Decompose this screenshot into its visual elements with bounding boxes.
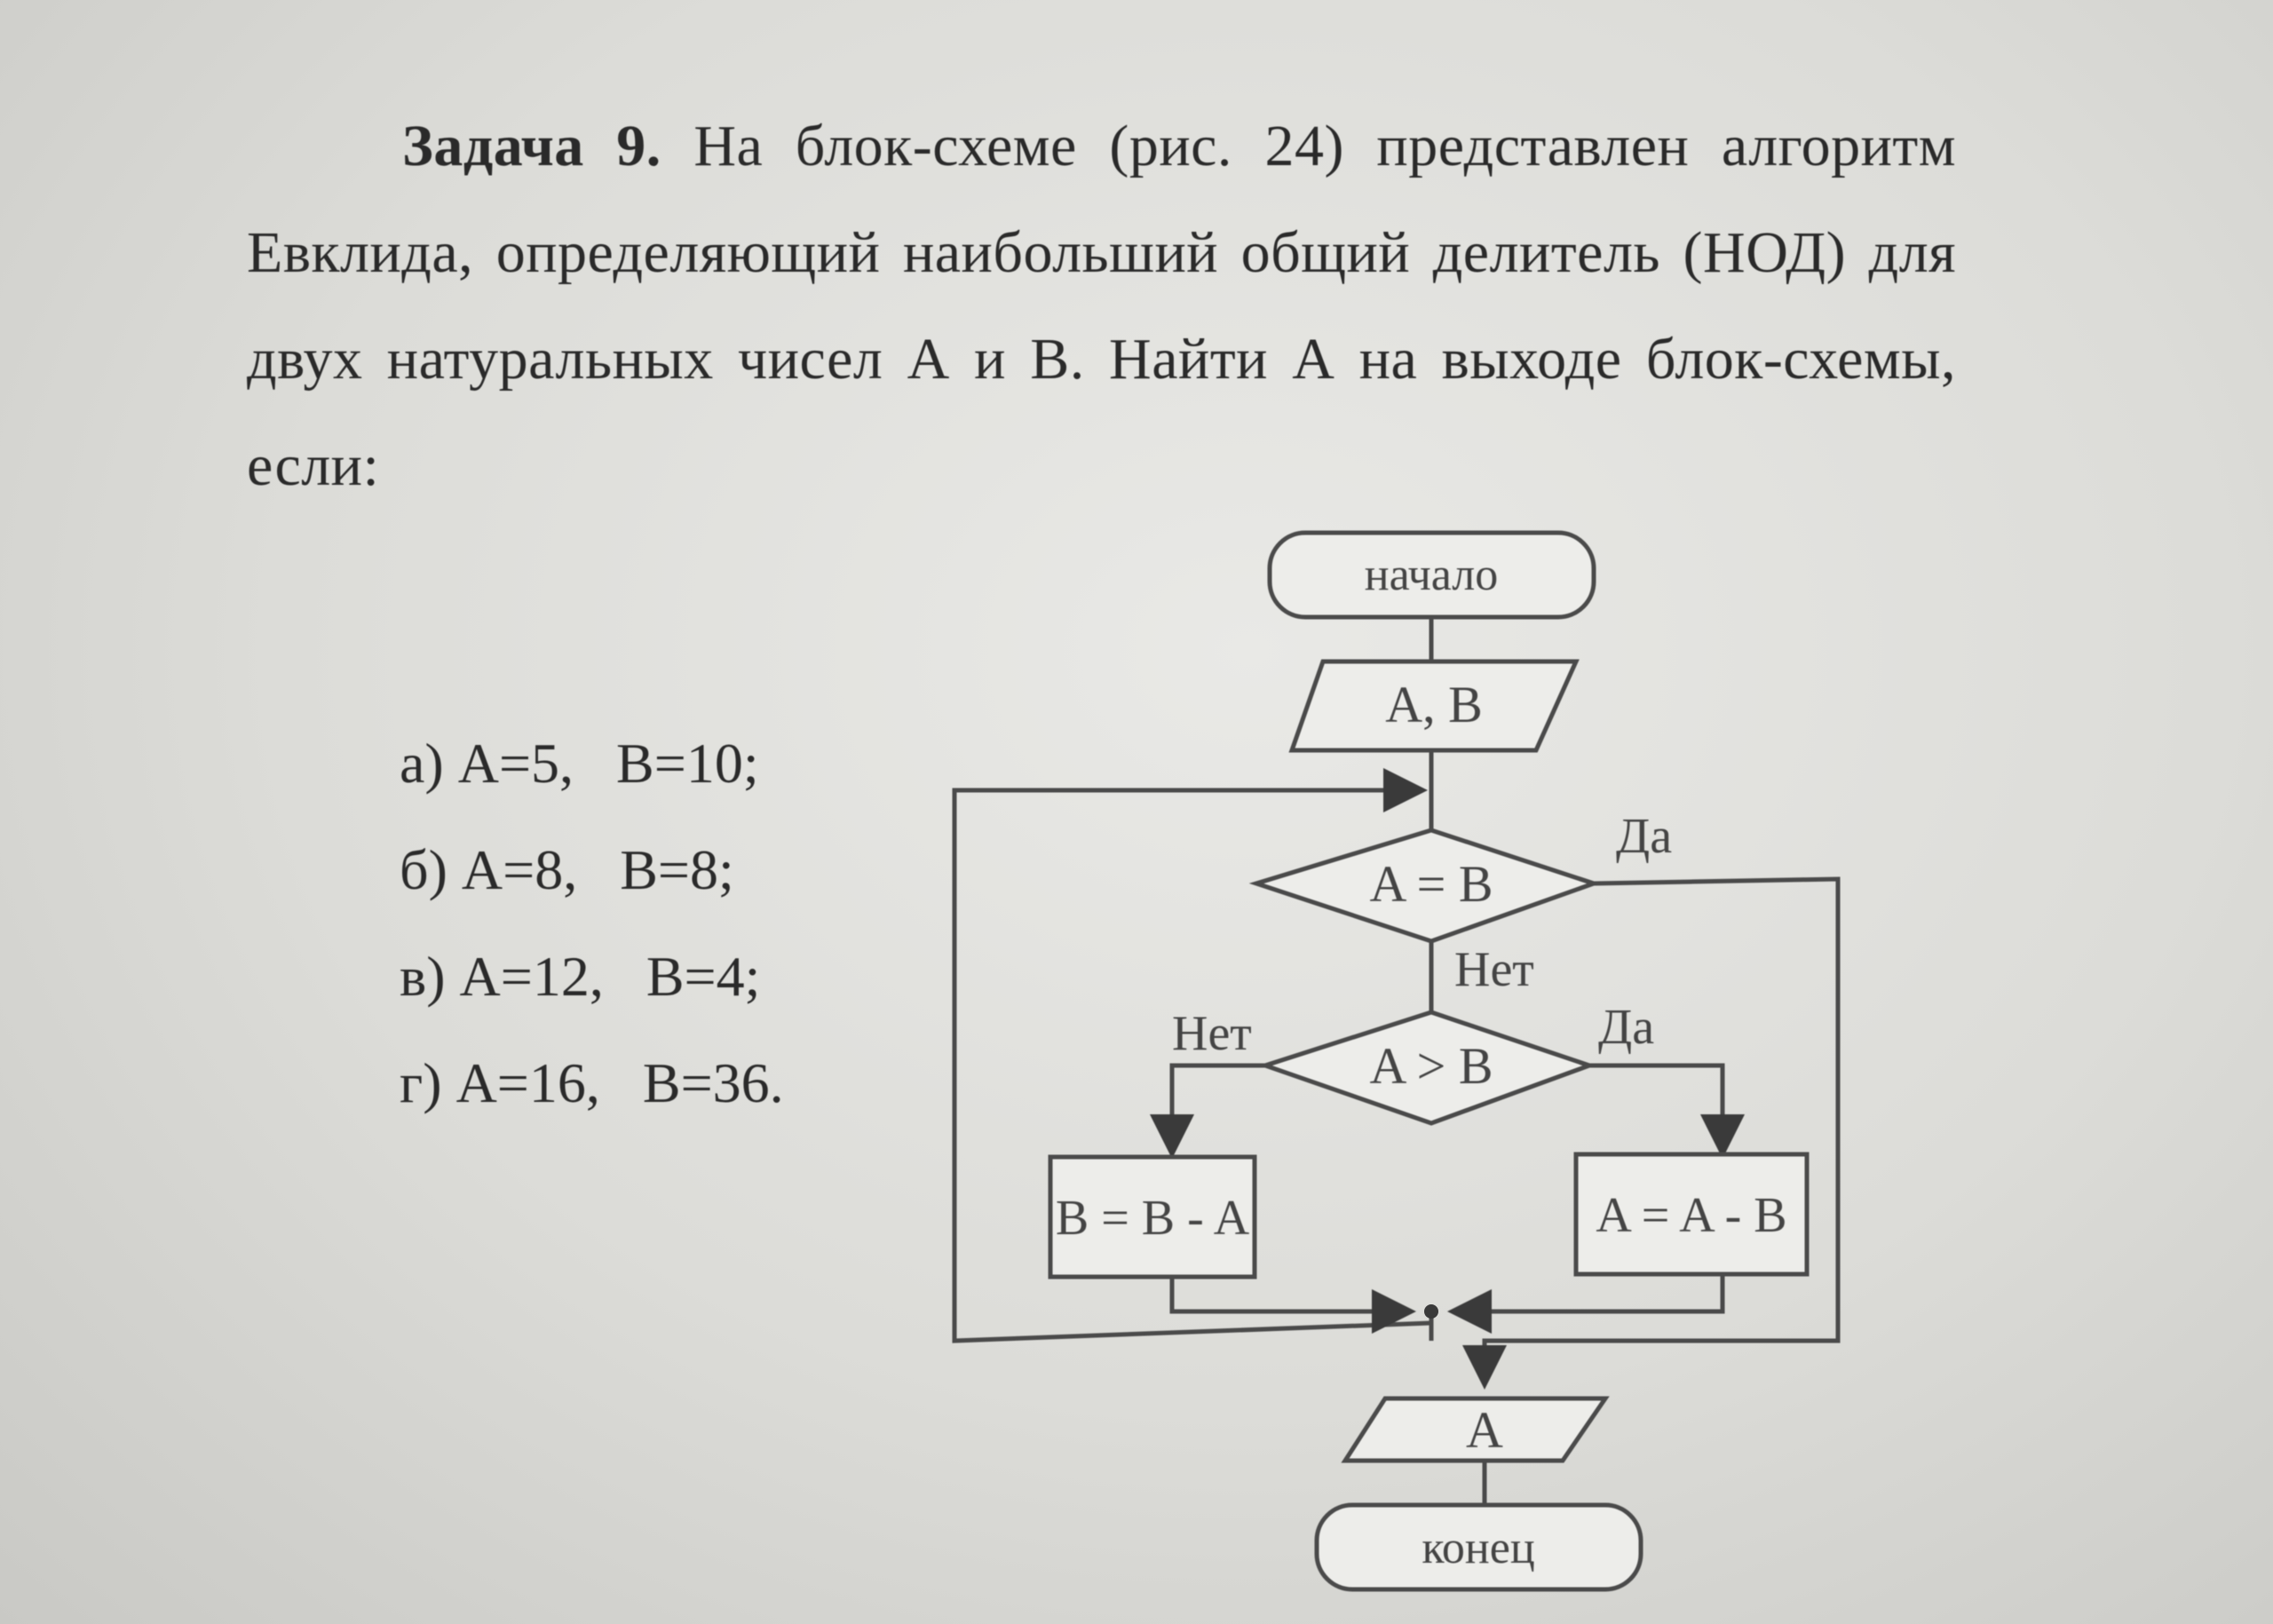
cond1-yes-line <box>1462 876 1841 1390</box>
cond2-no-line <box>1150 1063 1265 1159</box>
option-b: б) A=8, B=8; <box>400 838 734 901</box>
output-label: A <box>1466 1401 1503 1459</box>
cond1-no-label: Нет <box>1454 942 1534 997</box>
loop-back-line <box>952 768 1432 1343</box>
cond2-yes-label: Да <box>1598 1000 1654 1055</box>
start-label: начало <box>1365 550 1498 600</box>
option-c: в) A=12, B=4; <box>400 945 761 1008</box>
input-label: А, В <box>1385 676 1483 733</box>
cond2-yes-line <box>1589 1063 1745 1159</box>
cond2-no-label: Нет <box>1172 1006 1252 1061</box>
input-block <box>1288 659 1580 753</box>
right-action-box <box>1573 1152 1810 1277</box>
option-a: а) A=5, B=10; <box>400 732 759 795</box>
answer-options: а) A=5, B=10; б) A=8, B=8; в) A=12, B=4;… <box>400 728 784 1154</box>
left-merge-line <box>1169 1277 1416 1334</box>
cond2-label: A > B <box>1369 1037 1493 1095</box>
junction-dot <box>1424 1304 1438 1319</box>
output-block <box>1341 1396 1610 1463</box>
left-action-box <box>1048 1154 1257 1279</box>
task-title: Задача 9. <box>402 114 661 178</box>
end-label: конец <box>1422 1523 1534 1573</box>
end-terminator <box>1314 1502 1643 1592</box>
task-paragraph: Задача 9. На блок-схеме (рис. 24) предст… <box>247 93 1956 519</box>
left-action-label: B = B - A <box>1056 1191 1250 1246</box>
option-d: г) A=16, B=36. <box>400 1051 784 1114</box>
right-merge-line <box>1447 1274 1725 1334</box>
right-action-label: A = A - B <box>1596 1188 1786 1243</box>
cond1-yes-label: Да <box>1616 809 1672 864</box>
decision-a-greater-b <box>1258 1010 1596 1126</box>
task-text: На блок-схеме (рис. 24) представлен алго… <box>247 114 1956 498</box>
cond1-label: A = B <box>1369 855 1493 913</box>
